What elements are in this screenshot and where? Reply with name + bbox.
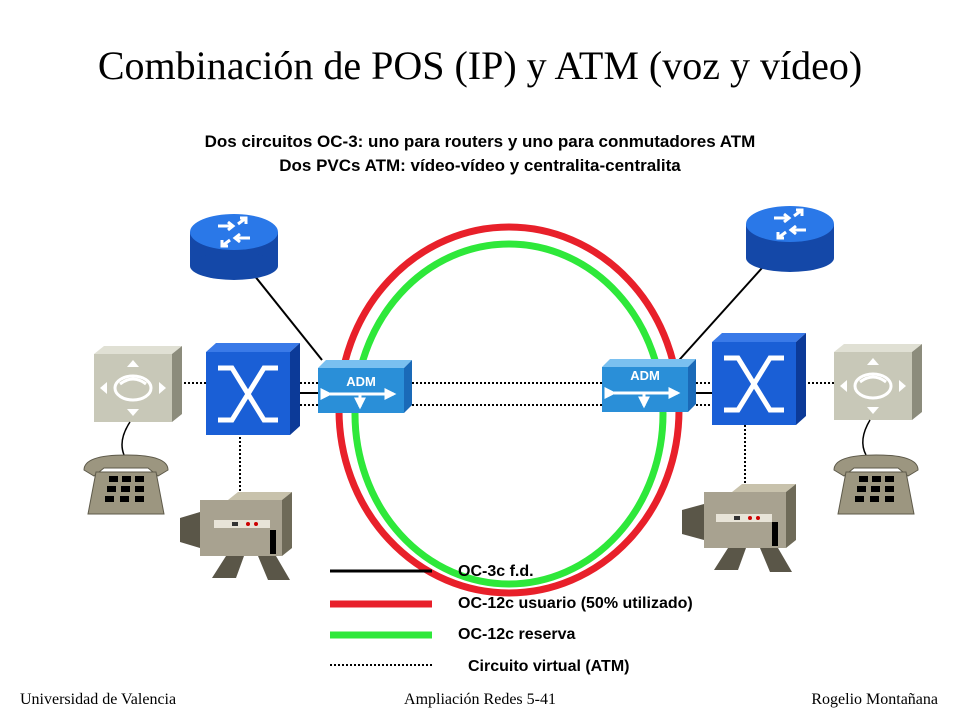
video-camera-left-icon — [180, 492, 292, 580]
pbx-right-icon — [834, 344, 922, 420]
page-title: Combinación de POS (IP) y ATM (voz y víd… — [97, 43, 863, 88]
footer-center: Ampliación Redes 5-41 — [404, 691, 556, 708]
phone-cord-left — [121, 421, 131, 456]
subtitle-line-2: Dos PVCs ATM: vídeo-vídeo y centralita-c… — [279, 156, 681, 175]
telephone-right-icon — [833, 454, 919, 515]
legend-label-oc12-usuario: OC-12c usuario (50% utilizado) — [458, 595, 693, 612]
legend-label-oc12-reserva: OC-12c reserva — [458, 626, 576, 643]
adm-right-label: ADM — [630, 368, 660, 383]
telephone-left-icon — [83, 454, 169, 515]
footer-right: Rogelio Montañana — [811, 691, 938, 708]
adm-right-icon — [602, 359, 696, 412]
adm-left-label: ADM — [346, 374, 376, 389]
atm-switch-left-icon — [206, 343, 300, 435]
link-router-right-switch — [671, 267, 763, 369]
legend-label-circuito-virtual: Circuito virtual (ATM) — [468, 658, 630, 675]
footer-left: Universidad de Valencia — [20, 691, 177, 708]
legend-label-oc3: OC-3c f.d. — [458, 563, 534, 580]
video-camera-right-icon — [682, 484, 796, 572]
ring-green-oc12-reserva — [351, 240, 667, 588]
phone-cord-right — [862, 419, 871, 456]
router-left-icon — [190, 214, 278, 280]
adm-left-icon — [318, 360, 412, 413]
subtitle-line-1: Dos circuitos OC-3: uno para routers y u… — [204, 132, 756, 151]
atm-switch-right-icon — [712, 333, 806, 425]
link-router-left-switch — [249, 269, 323, 361]
router-right-icon — [746, 206, 834, 272]
pbx-left-icon — [94, 346, 182, 422]
